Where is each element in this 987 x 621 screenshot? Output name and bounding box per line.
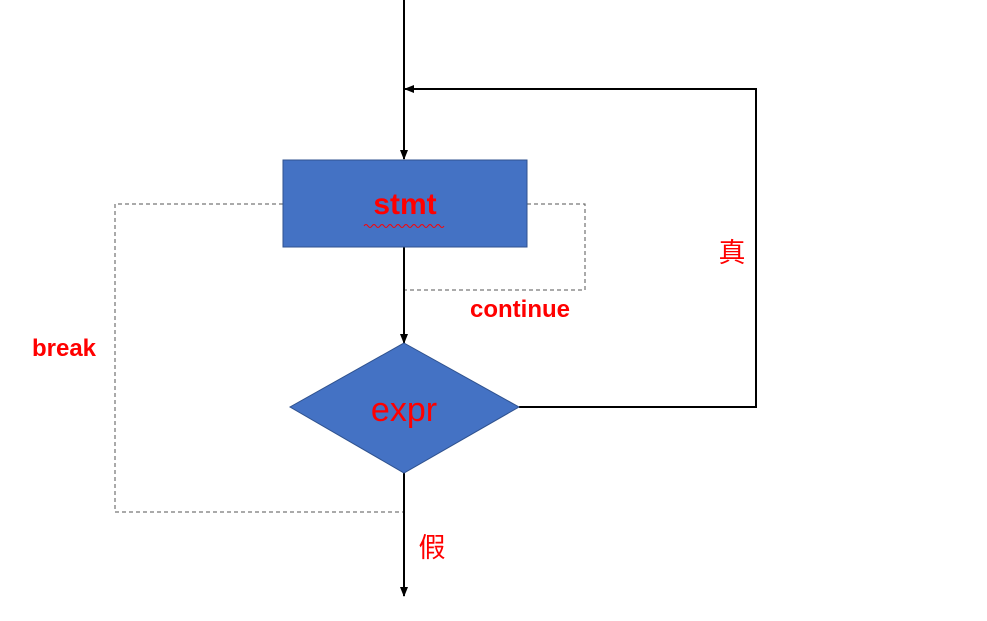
true-branch-label: 真 — [719, 238, 746, 269]
break-label: break — [32, 335, 97, 362]
expr-node — [288, 342, 521, 474]
break-dashed-path — [114, 203, 403, 513]
false-branch-label: 假 — [419, 533, 446, 564]
stmt-label: stmt — [373, 188, 436, 221]
continue-dashed-path — [405, 203, 586, 291]
stmt-node — [282, 159, 528, 248]
expr-label: expr — [371, 391, 437, 429]
true-loop-back-arrow — [404, 85, 757, 408]
stmt-spellcheck-underline — [363, 224, 445, 228]
continue-label: continue — [470, 296, 570, 323]
